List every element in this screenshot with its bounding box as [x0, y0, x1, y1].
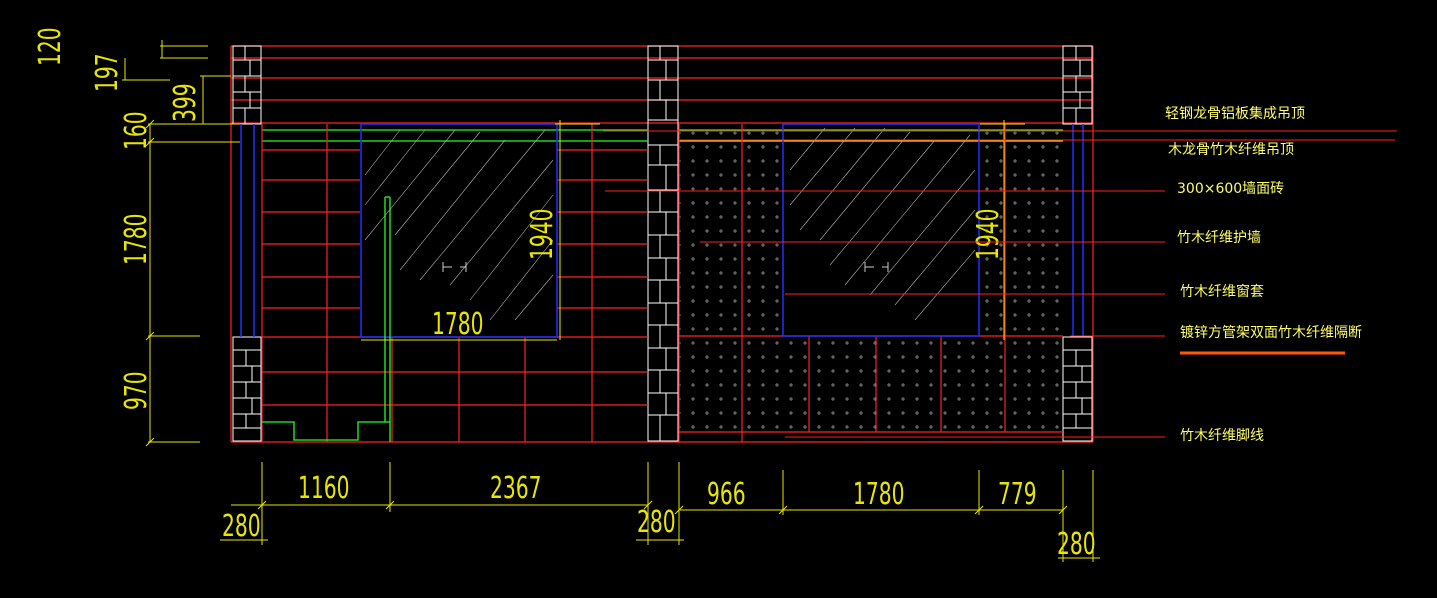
ceiling-band — [230, 45, 1094, 443]
annotation-partition: 镀锌方管架双面竹木纤维隔断 — [1180, 324, 1362, 341]
dim-bottom-280-mid: 280 — [637, 505, 676, 540]
dim-window-right-lines — [980, 120, 1025, 340]
window-left — [360, 123, 558, 338]
left-wall-edge — [240, 124, 255, 337]
annotation-skirting: 竹木纤维脚线 — [1180, 428, 1264, 444]
dim-left-160: 160 — [119, 111, 154, 150]
wall-tile-grid-left — [261, 124, 648, 442]
dim-left-120: 120 — [33, 27, 68, 66]
brick-column-right-top — [1062, 45, 1093, 125]
annotation-wall-tile: 300×600墙面砖 — [1177, 181, 1284, 197]
right-wall-edge — [1072, 124, 1084, 336]
dim-left-399: 399 — [168, 83, 203, 122]
window-right — [782, 123, 980, 337]
dim-left-197: 197 — [90, 53, 125, 92]
dim-bottom-966: 966 — [707, 477, 746, 512]
brick-column-right-bottom — [1062, 336, 1093, 442]
bamboo-fiber-wall-right — [679, 124, 1063, 432]
dim-bottom-1160: 1160 — [298, 471, 349, 506]
dim-chain-bottom — [220, 462, 1100, 562]
ceiling-trim — [262, 129, 1063, 142]
annotation-window-casing: 竹木纤维窗套 — [1180, 283, 1264, 300]
dim-bottom-280-left: 280 — [222, 509, 261, 544]
dim-left-1780: 1780 — [119, 214, 154, 265]
dim-window-left-lines — [361, 120, 600, 341]
dim-bottom-779: 779 — [998, 477, 1037, 512]
dim-window-left-width: 1780 — [432, 307, 483, 342]
brick-column-mid — [647, 45, 679, 442]
annotation-leaders — [603, 130, 1397, 438]
annotation-wall-panel: 竹木纤维护墙 — [1177, 230, 1261, 246]
dim-chain-left — [122, 40, 240, 447]
dim-window-left-height: 1940 — [525, 209, 560, 260]
brick-column-left-bottom — [232, 336, 262, 442]
dim-bottom-2367: 2367 — [490, 471, 541, 506]
annotation-light-steel-ceiling: 轻钢龙骨铝板集成吊顶 — [1165, 105, 1305, 122]
brick-column-left-top — [232, 45, 262, 125]
dim-bottom-280-right: 280 — [1057, 527, 1096, 562]
annotation-wood-keel-ceiling: 木龙骨竹木纤维吊顶 — [1168, 142, 1294, 158]
green-partition — [262, 196, 391, 442]
dim-bottom-1780: 1780 — [853, 477, 904, 512]
dim-window-right-height: 1940 — [971, 209, 1006, 260]
wall-panel-grid-right — [678, 124, 1063, 442]
dim-left-970: 970 — [119, 371, 154, 410]
